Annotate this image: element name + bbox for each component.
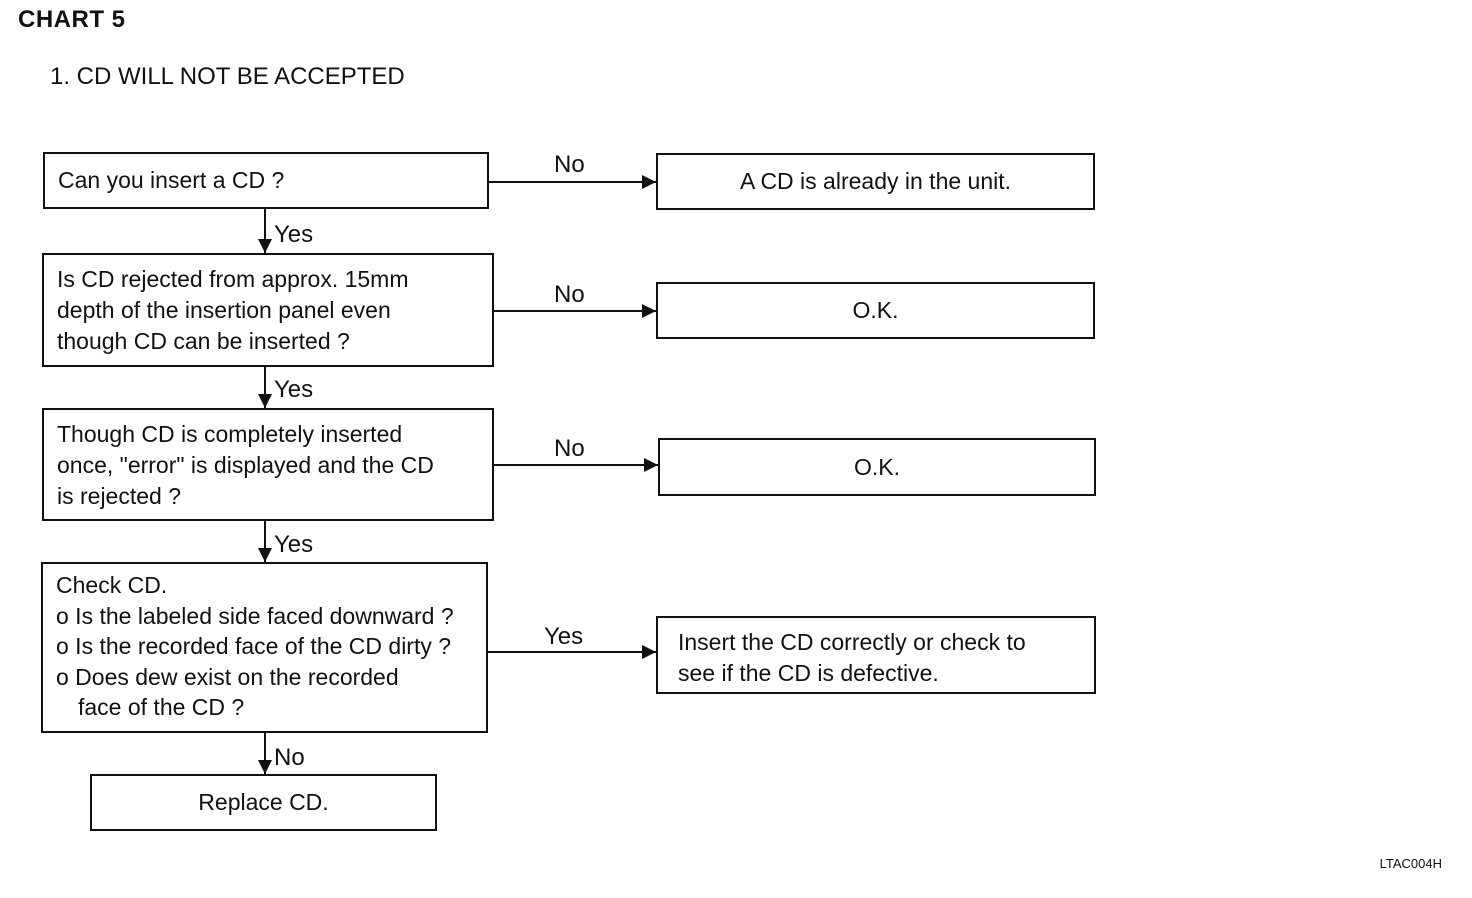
question-text: once, "error" is displayed and the CD <box>57 452 434 478</box>
question-box-error-displayed: Though CD is completely inserted once, "… <box>42 408 494 521</box>
result-text: A CD is already in the unit. <box>739 168 1012 194</box>
result-text: see if the CD is defective. <box>678 660 939 686</box>
question-text: o Is the labeled side faced downward ? <box>56 602 454 629</box>
result-box-ok-1: O.K. <box>656 282 1095 339</box>
edge-label-yes: Yes <box>274 531 314 558</box>
chart-title: CHART 5 <box>18 6 126 33</box>
question-box-rejected-15mm: Is CD rejected from approx. 15mm depth o… <box>42 253 494 367</box>
question-text: o Does dew exist on the recorded <box>56 663 399 690</box>
result-box-replace-cd: Replace CD. <box>90 774 437 831</box>
result-text: O.K. <box>852 297 899 323</box>
question-text: face of the CD ? <box>78 694 245 721</box>
edge-label-no: No <box>274 744 305 771</box>
question-text: o Is the recorded face of the CD dirty ? <box>56 633 452 660</box>
question-box-check-cd: Check CD. o Is the labeled side faced do… <box>41 562 488 733</box>
question-text: is rejected ? <box>57 483 182 509</box>
result-text: Replace CD. <box>198 789 329 815</box>
section-title: 1. CD WILL NOT BE ACCEPTED <box>50 63 405 90</box>
question-text: Is CD rejected from approx. 15mm <box>57 266 409 292</box>
figure-code: LTAC004H <box>1379 856 1442 871</box>
question-text: Can you insert a CD ? <box>58 167 285 193</box>
edge-label-yes: Yes <box>274 221 314 248</box>
result-box-insert-correctly: Insert the CD correctly or check to see … <box>656 616 1096 694</box>
edge-label-no: No <box>554 151 585 178</box>
result-box-ok-2: O.K. <box>658 438 1096 496</box>
edge-label-no: No <box>554 435 585 462</box>
question-box-insert-cd: Can you insert a CD ? <box>43 152 489 209</box>
result-text: Insert the CD correctly or check to <box>678 629 1026 655</box>
edge-label-no: No <box>554 281 585 308</box>
question-text: Check CD. <box>56 572 168 598</box>
question-text: depth of the insertion panel even <box>57 297 391 323</box>
result-text: O.K. <box>853 453 900 480</box>
question-text: Though CD is completely inserted <box>57 421 403 447</box>
edge-label-yes: Yes <box>544 623 584 650</box>
question-text: though CD can be inserted ? <box>57 328 350 354</box>
result-box-cd-already-in-unit: A CD is already in the unit. <box>656 153 1095 210</box>
edge-label-yes: Yes <box>274 376 314 403</box>
